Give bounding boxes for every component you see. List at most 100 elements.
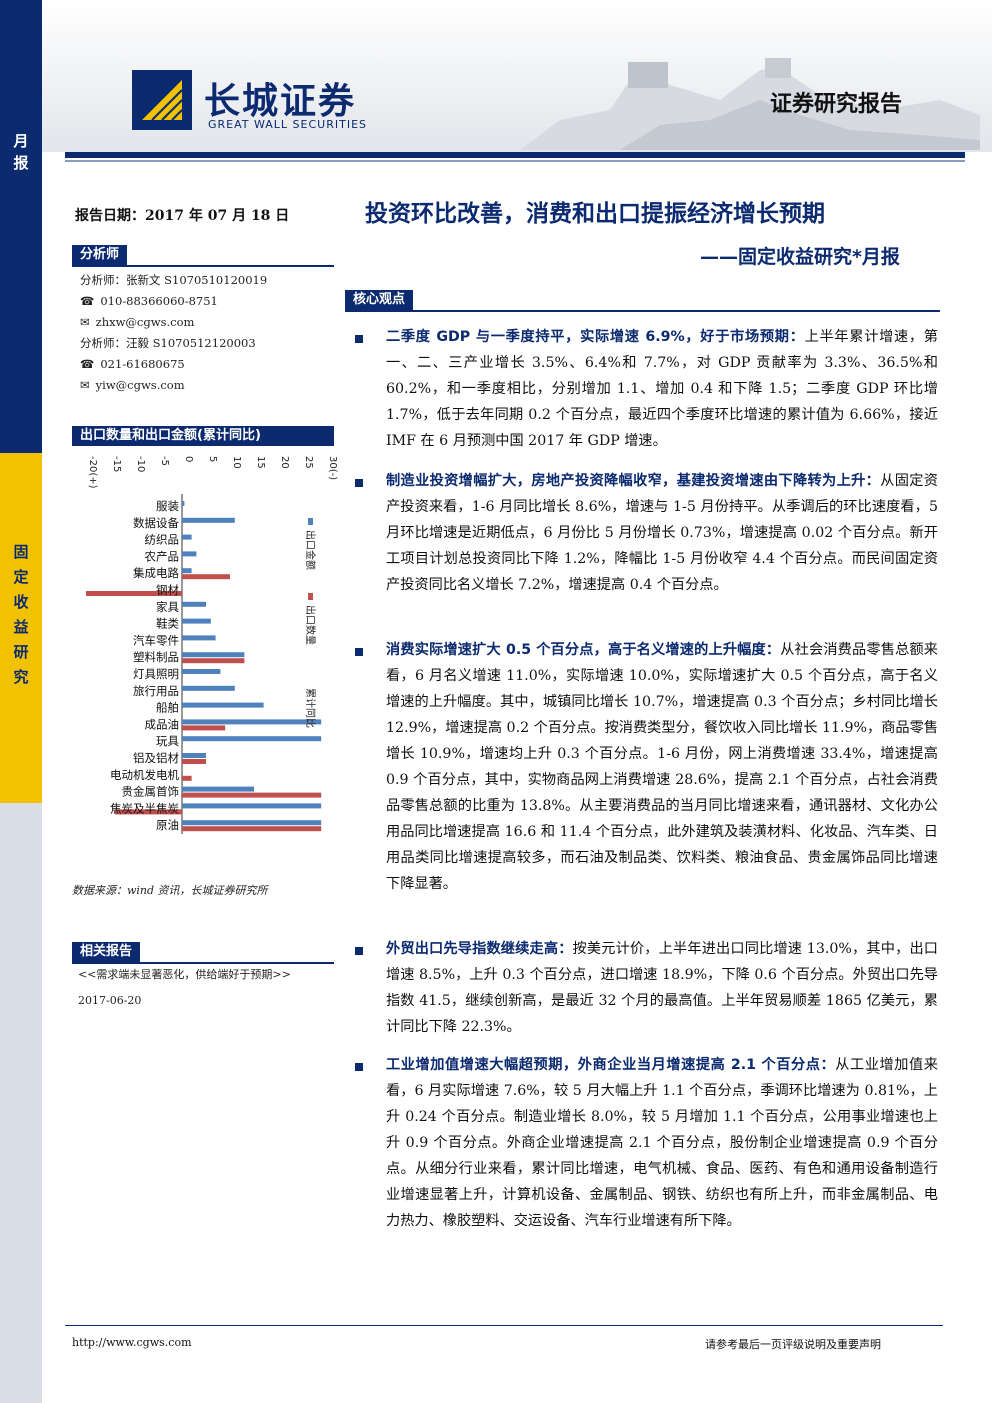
side-strip-middle: [0, 453, 42, 803]
tick-label: 30(-): [327, 456, 338, 480]
chart-section-header: 出口数量和出口金额(累计同比): [72, 426, 334, 448]
category-label: 数据设备: [133, 516, 179, 530]
tick-label: 25: [303, 456, 314, 469]
footer-divider: [65, 1325, 943, 1326]
logo-text-en: GREAT WALL SECURITIES: [208, 118, 368, 131]
report-subtitle: ——固定收益研究*月报: [700, 246, 900, 268]
header-divider: [65, 152, 965, 158]
tick-label: 20: [279, 456, 290, 469]
mail-icon: ✉: [80, 378, 90, 392]
analyst-phone: ☎010-88366060-8751: [80, 294, 218, 308]
legend-note: 累计同比: [304, 688, 317, 728]
category-label: 船舶: [156, 701, 179, 715]
category-label: 塑料制品: [133, 650, 179, 664]
report-title: 投资环比改善，消费和出口提振经济增长预期: [365, 201, 825, 227]
phone-icon: ☎: [80, 294, 95, 308]
bar-export-volume: [182, 775, 192, 781]
bar-export-volume: [182, 574, 230, 580]
strip-label-monthly: 月报: [13, 132, 29, 172]
bar-export-value: [182, 618, 211, 624]
related-section-header: 相关报告: [72, 940, 334, 964]
company-logo-icon: [132, 70, 192, 130]
related-section-title: 相关报告: [72, 942, 141, 962]
bar-export-value: [182, 820, 322, 826]
related-report-link[interactable]: <<需求端未显著恶化，供给端好于预期>>: [78, 968, 291, 981]
category-label: 成品油: [145, 717, 180, 731]
analyst-list: 分析师：张新文 S1070510120019 ☎010-88366060-875…: [80, 270, 340, 396]
bar-export-volume: [182, 826, 322, 832]
report-date: 报告日期：2017 年 07 月 18 日: [75, 208, 290, 224]
category-label: 焦炭及半焦炭: [110, 801, 179, 815]
analysts-section-title: 分析师: [72, 245, 128, 265]
core-section-header: 核心观点: [345, 288, 940, 312]
category-label: 钢材: [156, 583, 179, 597]
category-label: 旅行用品: [133, 684, 179, 698]
bar-export-value: [182, 534, 192, 540]
related-report-date: 2017-06-20: [78, 994, 142, 1007]
bar-export-value: [182, 568, 192, 574]
chart-source: 数据来源：wind 资讯，长城证券研究所: [72, 884, 268, 897]
tick-label: 15: [255, 456, 266, 469]
great-wall-illustration: [520, 58, 980, 150]
tick-label: 5: [207, 456, 218, 462]
legend-label: 出口数量: [304, 605, 317, 645]
tick-label: 0: [183, 456, 194, 462]
category-label: 纺织品: [145, 533, 180, 547]
bar-export-volume: [182, 725, 226, 731]
category-label: 铝及铝材: [133, 751, 179, 765]
bar-export-value: [182, 669, 221, 674]
bar-export-value: [182, 635, 216, 641]
key-point-trade: 外贸出口先导指数继续走高：按美元计价，上半年进出口同比增速 13.0%，其中，出…: [386, 941, 938, 1035]
analysts-section-header: 分析师: [72, 243, 334, 267]
footer-url[interactable]: http://www.cgws.com: [72, 1336, 192, 1349]
logo-text-cn: 长城证券: [204, 81, 357, 122]
analyst-email[interactable]: ✉zhxw@cgws.com: [80, 315, 195, 329]
bar-export-value: [182, 551, 197, 557]
bar-export-volume: [182, 759, 206, 764]
bullet-icon: [355, 947, 363, 955]
header-divider-thin: [65, 160, 965, 162]
bar-export-value: [182, 786, 254, 792]
key-point-gdp: 二季度 GDP 与一季度持平，实际增速 6.9%，好于市场预期：上半年累计增速，…: [386, 329, 938, 449]
category-label: 贵金属首饰: [122, 785, 180, 799]
bar-export-value: [182, 685, 235, 691]
tick-label: -10: [135, 456, 146, 472]
chart-title: 出口数量和出口金额(累计同比): [72, 426, 334, 446]
bullet-icon: [355, 1063, 363, 1071]
analyst-line: 分析师：张新文 S1070510120019: [80, 273, 268, 287]
bar-export-volume: [182, 658, 245, 664]
category-label: 电动机发电机: [110, 768, 179, 782]
legend-swatch: [308, 593, 313, 600]
tick-label: -5: [159, 456, 170, 466]
mail-icon: ✉: [80, 315, 90, 329]
bullet-icon: [355, 335, 363, 343]
bar-export-value: [182, 501, 185, 506]
category-label: 家具: [156, 600, 179, 614]
key-point-investment: 制造业投资增幅扩大，房地产投资降幅收窄，基建投资增速由下降转为上升：从固定资产投…: [386, 473, 938, 593]
bar-export-value: [182, 753, 206, 758]
core-section-title: 核心观点: [345, 290, 414, 310]
tick-label: 10: [231, 456, 242, 469]
bullet-icon: [355, 648, 363, 656]
key-point-consumption: 消费实际增速扩大 0.5 个百分点，高于名义增速的上升幅度：从社会消费品零售总额…: [386, 642, 938, 892]
legend-swatch: [308, 518, 313, 525]
category-label: 玩具: [156, 734, 179, 748]
bar-export-value: [182, 601, 206, 607]
category-label: 原油: [156, 818, 179, 832]
key-point-industry: 工业增加值增速大幅超预期，外商企业当月增速提高 2.1 个百分点：从工业增加值来…: [386, 1057, 938, 1229]
bar-export-volume: [182, 792, 322, 798]
category-label: 鞋类: [156, 617, 179, 631]
bar-export-value: [182, 719, 322, 725]
footer-disclaimer: 请参考最后一页评级说明及重要声明: [705, 1338, 881, 1351]
category-label: 集成电路: [133, 566, 179, 580]
side-strip-top: [0, 0, 42, 453]
tick-label: -15: [111, 456, 122, 472]
phone-icon: ☎: [80, 357, 95, 371]
analyst-phone: ☎021-61680675: [80, 357, 185, 371]
strip-label-fixed-income: 固定 收益 研究: [13, 543, 29, 686]
category-label: 服装: [156, 499, 179, 513]
analyst-email[interactable]: ✉yiw@cgws.com: [80, 378, 185, 392]
legend-label: 出口金额: [304, 530, 317, 570]
category-label: 灯具照明: [133, 667, 179, 681]
